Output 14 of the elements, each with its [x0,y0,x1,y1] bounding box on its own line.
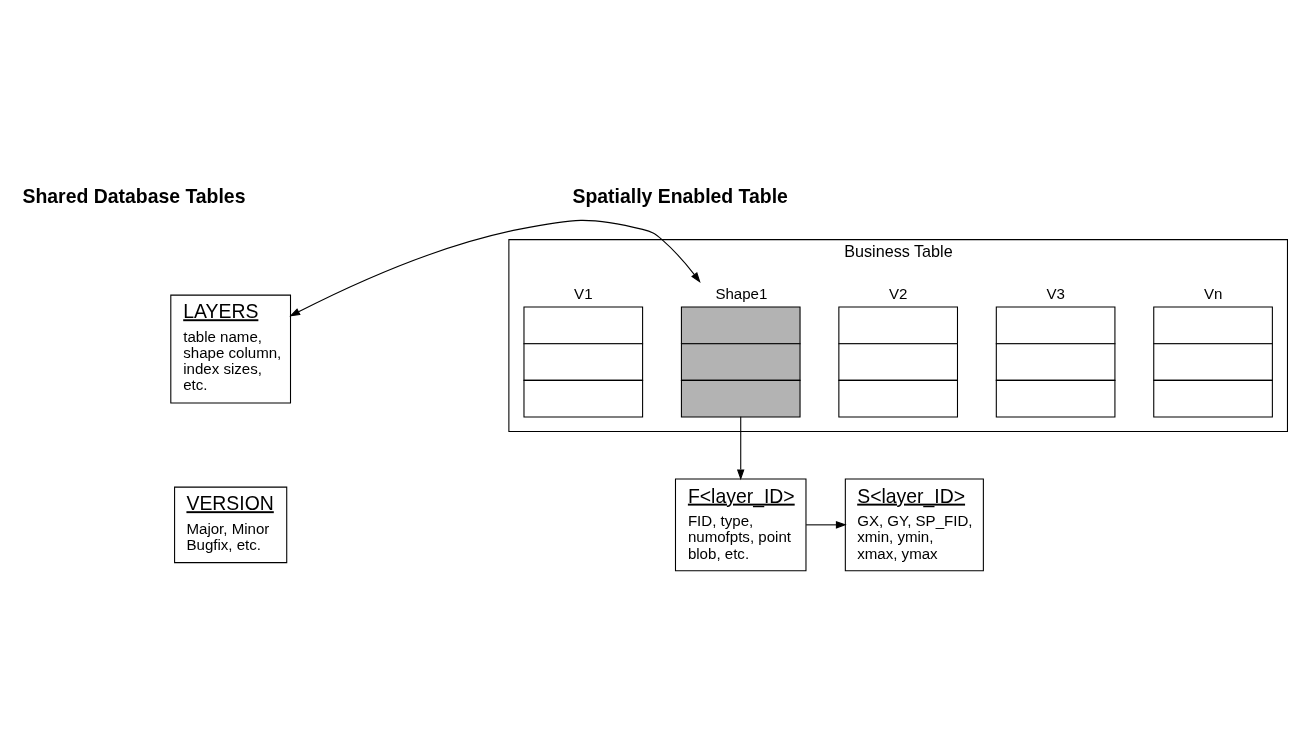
node-box: S<layer_ID> GX, GY, SP_FID, xmin, ymin, xmax, ymax [844,478,984,572]
arrow [736,416,745,481]
node-box: LAYERS table name, shape column, index sizes, etc. [170,294,292,404]
node-label: V1 [574,284,593,302]
arrow [805,521,847,529]
node-label: V3 [1046,284,1065,302]
label: Shared Database Tables [22,185,246,208]
arrow [289,219,701,317]
node-label: Shape1 [715,284,768,302]
label: Spatially Enabled Table [572,185,788,208]
node-box: F<layer_ID> FID, type, numofpts, point blob, etc. [674,478,807,572]
node-box: VERSION Major, Minor Bugfix, etc. [174,486,288,564]
node-label: V2 [889,284,908,302]
node-label: Vn [1203,284,1223,302]
